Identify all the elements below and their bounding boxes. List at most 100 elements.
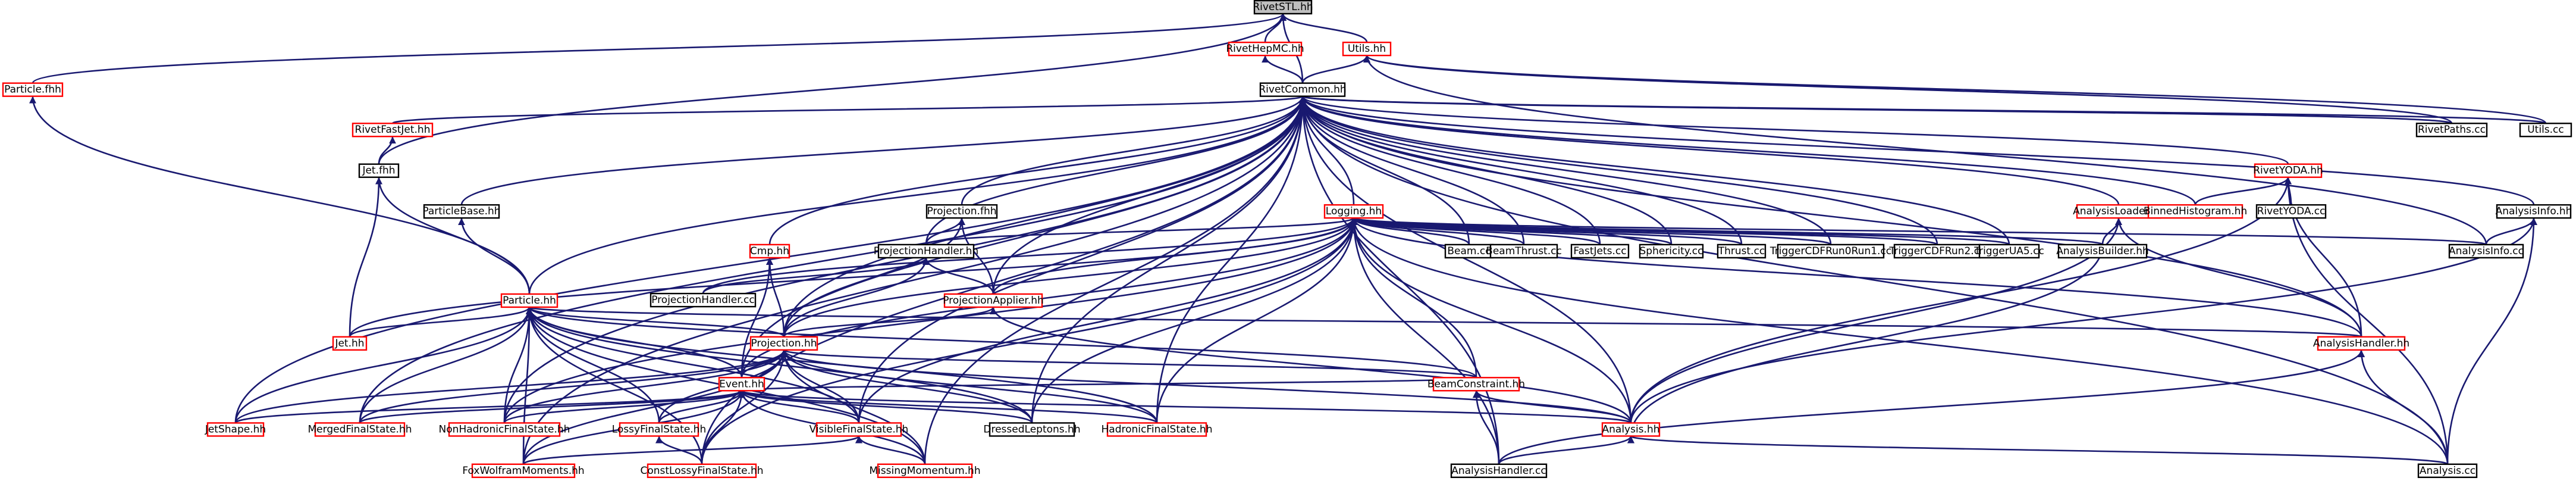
node-AnalysisInfo[interactable]: AnalysisInfo.hh: [2496, 204, 2572, 219]
node-box-Analysis[interactable]: [1601, 422, 1661, 437]
node-Utilscc[interactable]: Utils.cc: [2519, 123, 2572, 138]
node-box-LossyFinalState[interactable]: [619, 422, 699, 437]
node-BeamThrust[interactable]: BeamThrust.cc: [1486, 243, 1562, 259]
node-JetFwd[interactable]: Jet.fhh: [358, 163, 400, 178]
node-AnalysisHandlercc[interactable]: AnalysisHandler.cc: [1450, 463, 1548, 478]
node-ProjectionApplier[interactable]: ProjectionApplier.hh: [943, 293, 1044, 308]
node-box-BinnedHistogram[interactable]: [2147, 204, 2244, 219]
node-box-ProjectionHandlercc[interactable]: [650, 292, 757, 308]
node-box-ParticleBase[interactable]: [423, 204, 500, 219]
node-DressedLeptons[interactable]: DressedLeptons.hh: [983, 422, 1081, 437]
node-Logging[interactable]: Logging.hh: [1323, 204, 1384, 219]
node-RivetFastJet[interactable]: RivetFastJet.hh: [352, 123, 434, 138]
node-box-VisibleFinalState[interactable]: [815, 422, 902, 437]
node-Particle[interactable]: Particle.hh: [500, 293, 559, 308]
node-ParticleBase[interactable]: ParticleBase.hh: [422, 204, 501, 219]
node-box-BeamThrust[interactable]: [1489, 243, 1558, 259]
node-Utils[interactable]: Utils.hh: [1342, 41, 1392, 57]
node-box-HadronicFinalState[interactable]: [1106, 422, 1207, 437]
node-box-RivetPaths[interactable]: [2415, 123, 2488, 138]
node-box-RivetFastJet[interactable]: [352, 123, 434, 138]
node-box-BeamConstraint[interactable]: [1432, 377, 1520, 392]
node-AnalysisInfocc[interactable]: AnalysisInfo.cc: [2448, 243, 2524, 259]
node-label-Thrust: Thrust.cc: [1718, 245, 1765, 257]
node-Cmp[interactable]: Cmp.hh: [749, 243, 790, 259]
node-Thrust[interactable]: Thrust.cc: [1717, 243, 1767, 259]
node-box-TriggerCDFRun0Run1[interactable]: [1777, 243, 1885, 259]
edge-AnalysisBuilder-to-Logging: [1350, 217, 2104, 246]
node-box-FoxWolframMoments[interactable]: [471, 463, 576, 478]
node-box-TriggerUA5[interactable]: [1978, 243, 2040, 259]
node-JetShape[interactable]: JetShape.hh: [205, 422, 266, 437]
node-AnalysisBuilder[interactable]: AnalysisBuilder.hh: [2056, 243, 2149, 259]
node-box-FastJets[interactable]: [1570, 243, 1630, 259]
node-box-Event[interactable]: [718, 377, 765, 392]
node-box-ProjectionFwd[interactable]: [925, 204, 998, 219]
node-box-AnalysisInfo[interactable]: [2496, 204, 2572, 219]
node-Analysiscc[interactable]: Analysis.cc: [2417, 463, 2478, 478]
node-box-Jet[interactable]: [332, 336, 368, 351]
node-box-Cmp[interactable]: [749, 243, 790, 259]
node-FoxWolframMoments[interactable]: FoxWolframMoments.hh: [462, 463, 585, 478]
node-Event[interactable]: Event.hh: [718, 377, 765, 392]
node-box-ProjectionApplier[interactable]: [943, 293, 1043, 308]
node-box-AnalysisHandler[interactable]: [2317, 336, 2406, 351]
node-RivetYODA[interactable]: RivetYODA.hh: [2253, 163, 2323, 178]
node-RivetYODAcc[interactable]: RivetYODA.cc: [2255, 204, 2327, 219]
node-box-Particle[interactable]: [500, 293, 559, 308]
node-box-MergedFinalState[interactable]: [314, 422, 406, 437]
node-BinnedHistogram[interactable]: BinnedHistogram.hh: [2144, 204, 2247, 219]
node-FastJets[interactable]: FastJets.cc: [1570, 243, 1630, 259]
node-Analysis[interactable]: Analysis.hh: [1601, 422, 1661, 437]
node-RivetSTL[interactable]: RivetSTL.hh: [1253, 0, 1313, 15]
node-TriggerCDFRun0Run1[interactable]: TriggerCDFRun0Run1.cc: [1769, 243, 1891, 259]
node-box-NonHadronicFinalState[interactable]: [448, 422, 561, 437]
node-box-MissingMomentum[interactable]: [877, 463, 973, 478]
node-ProjectionHandlercc[interactable]: ProjectionHandler.cc: [650, 292, 757, 308]
node-box-DressedLeptons[interactable]: [989, 422, 1075, 437]
node-RivetCommon[interactable]: RivetCommon.hh: [1259, 82, 1347, 97]
node-NonHadronicFinalState[interactable]: NonHadronicFinalState.hh: [439, 422, 570, 437]
node-box-AnalysisHandlercc[interactable]: [1450, 463, 1548, 478]
node-Sphericity[interactable]: Sphericity.cc: [1639, 243, 1704, 259]
edge-ProjectionHandlercc-to-Logging: [702, 217, 1357, 294]
node-box-Sphericity[interactable]: [1639, 243, 1704, 259]
node-box-AnalysisBuilder[interactable]: [2057, 243, 2148, 259]
node-Projection[interactable]: Projection.hh: [749, 336, 818, 351]
node-Beamcc[interactable]: Beam.cc: [1444, 243, 1494, 259]
node-box-RivetCommon[interactable]: [1259, 82, 1346, 97]
node-ParticleFwd[interactable]: Particle.fhh: [2, 82, 64, 97]
node-box-Analysiscc[interactable]: [2417, 463, 2478, 478]
node-box-JetFwd[interactable]: [358, 163, 400, 178]
node-ProjectionHandler[interactable]: ProjectionHandler.hh: [874, 243, 978, 259]
node-TriggerCDFRun2[interactable]: TriggerCDFRun2.cc: [1889, 243, 1985, 259]
node-box-JetShape[interactable]: [206, 422, 265, 437]
node-Jet[interactable]: Jet.hh: [332, 336, 368, 351]
node-box-RivetSTL[interactable]: [1253, 0, 1313, 15]
node-box-RivetYODAcc[interactable]: [2255, 204, 2327, 219]
node-BeamConstraint[interactable]: BeamConstraint.hh: [1427, 377, 1525, 392]
node-box-RivetHepMC[interactable]: [1228, 41, 1303, 57]
node-box-ProjectionHandler[interactable]: [877, 243, 975, 259]
node-box-ConstLossyFinalState[interactable]: [647, 463, 757, 478]
node-ProjectionFwd[interactable]: Projection.fhh: [925, 204, 998, 219]
node-TriggerUA5[interactable]: TriggerUA5.cc: [1973, 243, 2044, 259]
node-box-Projection[interactable]: [749, 336, 818, 351]
node-RivetPaths[interactable]: RivetPaths.cc: [2415, 123, 2488, 138]
node-box-AnalysisInfocc[interactable]: [2448, 243, 2524, 259]
node-RivetHepMC[interactable]: RivetHepMC.hh: [1226, 41, 1304, 57]
node-AnalysisLoader[interactable]: AnalysisLoader.hh: [2073, 204, 2164, 219]
node-box-Thrust[interactable]: [1717, 243, 1767, 259]
node-box-ParticleFwd[interactable]: [2, 82, 64, 97]
node-MissingMomentum[interactable]: MissingMomentum.hh: [869, 463, 981, 478]
node-box-Utilscc[interactable]: [2519, 123, 2572, 138]
node-AnalysisHandler[interactable]: AnalysisHandler.hh: [2313, 336, 2409, 351]
node-MergedFinalState[interactable]: MergedFinalState.hh: [308, 422, 412, 437]
node-LossyFinalState[interactable]: LossyFinalState.hh: [612, 422, 706, 437]
node-box-Utils[interactable]: [1342, 41, 1392, 57]
node-ConstLossyFinalState[interactable]: ConstLossyFinalState.hh: [640, 463, 764, 478]
node-box-RivetYODA[interactable]: [2254, 163, 2323, 178]
node-HadronicFinalState[interactable]: HadronicFinalState.hh: [1102, 422, 1213, 437]
node-VisibleFinalState[interactable]: VisibleFinalState.hh: [809, 422, 909, 437]
node-box-Logging[interactable]: [1323, 204, 1384, 219]
